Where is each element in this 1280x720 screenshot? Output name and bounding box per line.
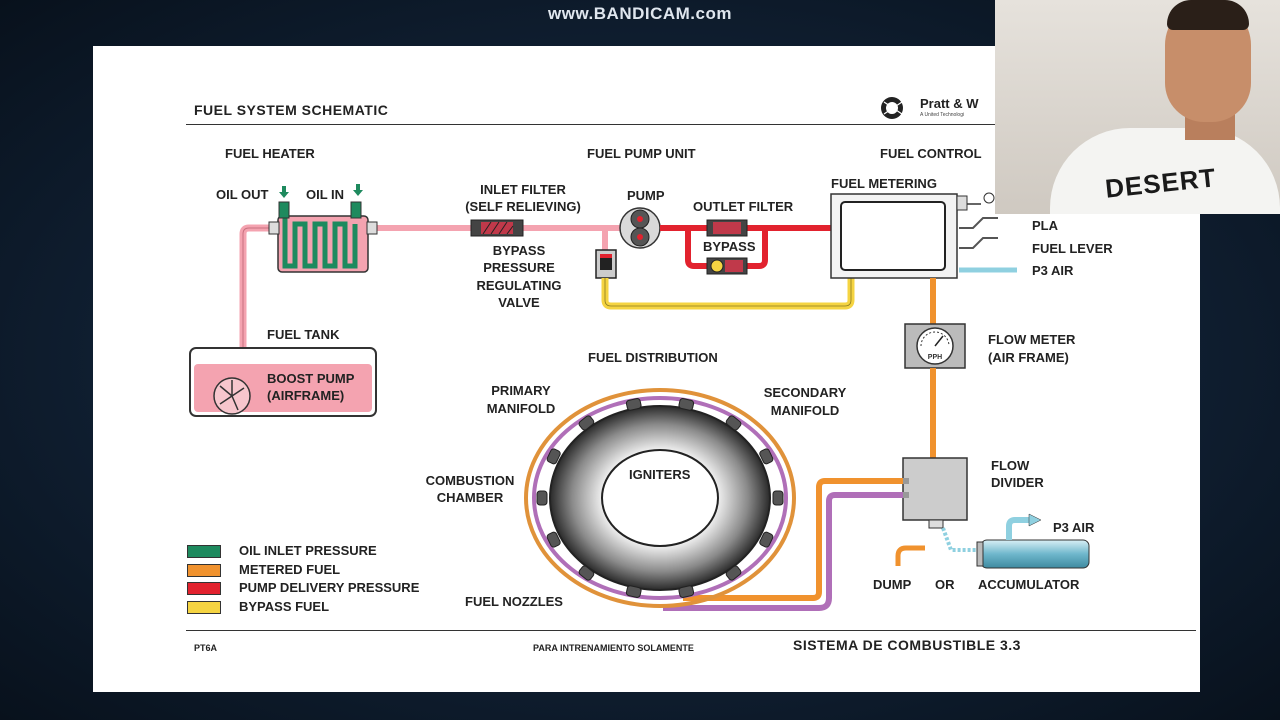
- secondary-manifold-sublabel: MANIFOLD: [770, 403, 840, 418]
- legend-swatch: [187, 545, 221, 558]
- webcam-overlay: DESERT: [995, 0, 1280, 214]
- legend-swatch: [187, 582, 221, 595]
- footer-right: SISTEMA DE COMBUSTIBLE 3.3: [793, 637, 1021, 653]
- brand-logo: Pratt & W A United Technologi: [878, 94, 1018, 124]
- bpr-label-2: PRESSURE: [483, 260, 555, 275]
- flow-meter-sublabel: (AIR FRAME): [988, 350, 1069, 365]
- fuel-lever-linkage-icon: [959, 237, 998, 249]
- fuel-nozzle: [759, 531, 774, 548]
- webcam-hair: [1167, 0, 1249, 30]
- secondary-manifold-feed: [683, 478, 903, 601]
- fuel-control-unit: [830, 192, 995, 279]
- combustion-chamber-sublabel: CHAMBER: [436, 490, 504, 505]
- combustion-chamber-label: COMBUSTION: [425, 473, 515, 488]
- fuel-nozzle: [678, 398, 695, 411]
- flow-meter: [904, 323, 966, 369]
- flow-divider-label: FLOW: [991, 458, 1030, 473]
- secondary-manifold-label: SECONDARY: [763, 385, 847, 400]
- section-fuel-distribution: FUEL DISTRIBUTION: [588, 350, 718, 365]
- fuel-nozzle: [578, 415, 595, 431]
- inlet-filter-sublabel: (SELF RELIEVING): [465, 199, 581, 214]
- fuel-nozzle: [546, 531, 561, 548]
- pla-label: PLA: [1032, 218, 1058, 233]
- legend-label: BYPASS FUEL: [239, 598, 330, 614]
- footer-rule: [186, 630, 1196, 631]
- slide-title: FUEL SYSTEM SCHEMATIC: [194, 102, 389, 118]
- legend-label: METERED FUEL: [239, 561, 341, 577]
- footer-left: PT6A: [194, 643, 218, 653]
- bpr-label-3: REGULATING: [476, 278, 562, 293]
- inlet-filter: [470, 219, 524, 237]
- tank-to-heater-line: [239, 224, 278, 356]
- bpr-label-4: VALVE: [498, 295, 540, 310]
- pratt-whitney-logo-icon: [881, 97, 903, 119]
- primary-manifold-label: PRIMARY: [491, 383, 551, 398]
- fuel-metering-label: FUEL METERING: [831, 176, 937, 191]
- primary-manifold-sublabel: MANIFOLD: [486, 401, 556, 416]
- flow-meter-unit: PPH: [928, 354, 942, 361]
- webcam-shirt: [1050, 128, 1280, 214]
- igniters-label: IGNITERS: [629, 467, 691, 482]
- section-fuel-heater: FUEL HEATER: [225, 146, 315, 161]
- legend-swatch: [187, 563, 221, 577]
- flow-meter-label: FLOW METER: [988, 332, 1076, 347]
- fuel-nozzle: [578, 565, 595, 581]
- pump-label: PUMP: [627, 188, 665, 203]
- logo-text: Pratt & W: [920, 96, 979, 111]
- fuel-nozzle: [536, 490, 548, 506]
- oil-in-label: OIL IN: [306, 187, 345, 202]
- fuel-heater: [268, 201, 378, 273]
- bpr-label-1: BYPASS: [492, 243, 546, 258]
- schematic-diagram: PPH: [239, 184, 1090, 611]
- dump-label: DUMP: [873, 577, 912, 592]
- logo-subtext: A United Technologi: [920, 112, 965, 118]
- oil-out-label: OIL OUT: [216, 187, 269, 202]
- pla-linkage-icon: [959, 217, 998, 229]
- dump-line: [895, 545, 925, 566]
- fuel-tank: [189, 347, 377, 417]
- fuel-nozzle: [725, 565, 742, 581]
- flow-divider: [899, 457, 968, 529]
- combustion-chamber: [524, 388, 796, 608]
- fuel-nozzle: [625, 585, 642, 598]
- inlet-filter-label: INLET FILTER: [480, 182, 566, 197]
- footer-center: PARA INTRENAMIENTO SOLAMENTE: [533, 643, 694, 653]
- bypass-pressure-regulating-valve: [595, 249, 617, 279]
- section-fuel-control: FUEL CONTROL: [880, 146, 982, 161]
- oil-out-arrow-icon: [279, 186, 289, 198]
- boost-pump-label: BOOST PUMP: [267, 371, 355, 386]
- fuel-nozzle: [678, 585, 695, 598]
- fuel-nozzles: [536, 398, 784, 598]
- fuel-nozzle: [725, 415, 742, 431]
- accumulator: [976, 513, 1090, 569]
- p3-air-label: P3 AIR: [1032, 263, 1074, 278]
- fuel-nozzle: [772, 490, 784, 506]
- fuel-nozzle: [625, 398, 642, 411]
- legend-label: OIL INLET PRESSURE: [239, 543, 377, 558]
- accumulator-label: ACCUMULATOR: [978, 577, 1080, 592]
- bypass-label: BYPASS: [703, 239, 756, 254]
- outlet-bypass-valve: [706, 257, 748, 275]
- recorder-watermark: www.BANDICAM.com: [548, 4, 732, 23]
- oil-in-arrow-icon: [353, 184, 363, 196]
- flow-divider-sublabel: DIVIDER: [991, 475, 1044, 490]
- section-fuel-pump-unit: FUEL PUMP UNIT: [587, 146, 696, 161]
- accumulator-line: [941, 527, 981, 552]
- outlet-filter: [706, 219, 748, 237]
- legend-label: PUMP DELIVERY PRESSURE: [239, 580, 420, 595]
- outlet-filter-label: OUTLET FILTER: [693, 199, 794, 214]
- or-label: OR: [935, 577, 955, 592]
- boost-pump-sublabel: (AIRFRAME): [267, 388, 345, 403]
- fuel-nozzles-label: FUEL NOZZLES: [465, 594, 563, 609]
- fuel-tank-label: FUEL TANK: [267, 327, 340, 342]
- fuel-lever-label: FUEL LEVER: [1032, 241, 1113, 256]
- fuel-nozzle: [759, 448, 774, 465]
- legend-swatch: [187, 600, 221, 614]
- title-rule: [186, 124, 1086, 125]
- p3-air-accumulator-label: P3 AIR: [1053, 520, 1095, 535]
- fuel-nozzle: [546, 448, 561, 465]
- primary-manifold-feed: [663, 492, 903, 611]
